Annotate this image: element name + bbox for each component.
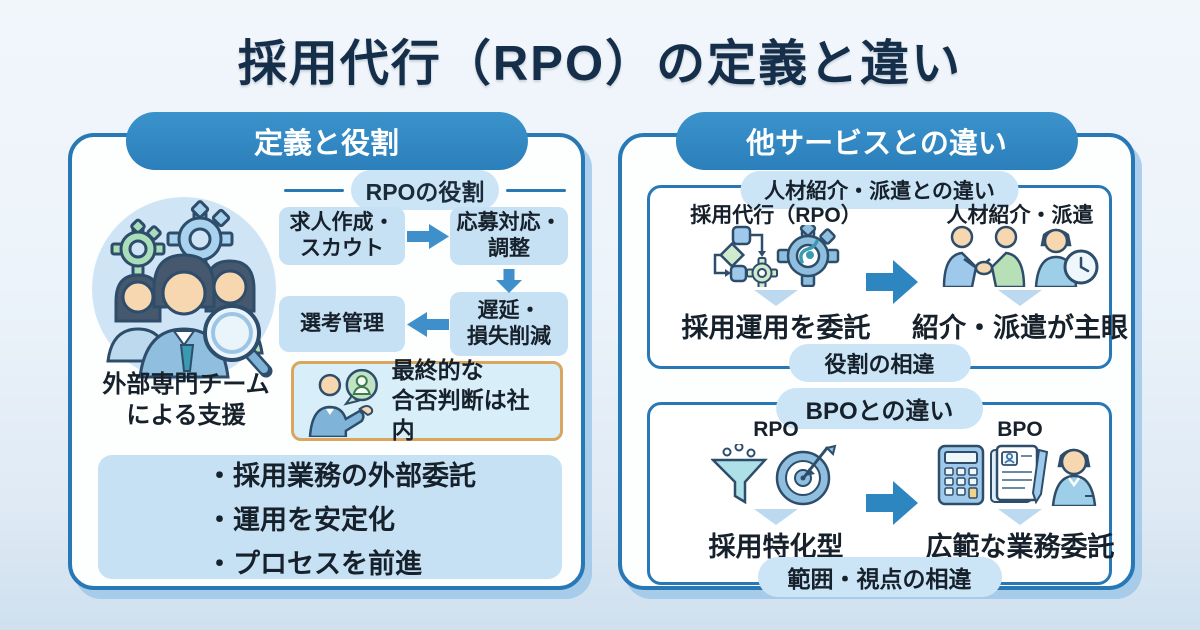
clock-person-icon bbox=[1034, 228, 1099, 287]
bpo-footer-pill: 範囲・視点の相違 bbox=[757, 557, 1002, 597]
summary-box: ・採用業務の外部委託 ・運用を安定化 ・プロセスを前進 bbox=[98, 455, 562, 579]
page-title: 採用代行（RPO）の定義と違い bbox=[237, 37, 963, 91]
callout-text: 最終的な 合否判断は社内 bbox=[391, 357, 530, 443]
flow-step-application-handling: 応募対応・ 調整 bbox=[450, 207, 568, 265]
staffing-caption: 紹介・派遣が主眼 bbox=[912, 313, 1128, 343]
gear-green-icon bbox=[110, 218, 166, 277]
team-illustration bbox=[88, 193, 280, 385]
chevron-down-icon bbox=[998, 290, 1042, 306]
rpo-caption: 採用運用を委託 bbox=[681, 313, 871, 343]
funnel-icon bbox=[711, 444, 768, 505]
staffing-comparison-title: 人材紹介・派遣との違い bbox=[740, 171, 1019, 209]
flowchart-gears-icon bbox=[656, 224, 896, 288]
comparison-panel-header: 他サービスとの違い bbox=[675, 112, 1078, 170]
big-arrow-right-icon bbox=[866, 260, 918, 304]
comparison-panel: 他サービスとの違い 人材紹介・派遣との違い 採用代行（RPO） bbox=[618, 112, 1135, 597]
staffing-label: 人材紹介・派遣 bbox=[946, 204, 1094, 227]
big-arrow-right-icon bbox=[866, 481, 918, 525]
summary-item: ・プロセスを前進 bbox=[206, 548, 422, 579]
businessperson-icon bbox=[1051, 448, 1097, 506]
flow-step-selection-management: 選考管理 bbox=[279, 296, 405, 352]
flow-step-delay-reduction: 遅延・ 損失削減 bbox=[450, 292, 568, 356]
chevron-down-icon bbox=[998, 509, 1042, 525]
document-pen-icon bbox=[990, 444, 1049, 505]
calculator-icon bbox=[937, 444, 985, 506]
target-icon bbox=[775, 444, 837, 506]
banner-line-right bbox=[506, 188, 566, 192]
staffing-footer-pill: 役割の相違 bbox=[788, 344, 971, 382]
handshake-icon bbox=[942, 225, 1026, 287]
flow-step-job-creation: 求人作成・ スカウト bbox=[279, 207, 405, 265]
definition-panel: 定義と役割 RPOの役割 求人作成・ スカウト 応募対応・ 調整 遅延・ 損失削… bbox=[68, 112, 585, 590]
summary-item: ・採用業務の外部委託 bbox=[206, 460, 476, 491]
chevron-down-icon bbox=[754, 290, 798, 306]
rpo-role-pill: RPOの役割 bbox=[350, 170, 500, 210]
chevron-down-icon bbox=[754, 509, 798, 525]
presenter-speech-icon bbox=[308, 368, 378, 437]
team-caption: 外部専門チーム による支援 bbox=[102, 371, 270, 430]
bpo-comparison-box: BPOとの違い RPO bbox=[647, 388, 1115, 597]
bpo-label: BPO bbox=[997, 418, 1043, 441]
magnifier-icon bbox=[203, 304, 273, 378]
banner-line-left bbox=[284, 188, 344, 192]
staffing-comparison-box: 人材紹介・派遣との違い 採用代行（RPO） bbox=[647, 171, 1128, 382]
rpo-role-banner: RPOの役割 bbox=[284, 170, 566, 210]
arrow-right-icon bbox=[407, 224, 449, 249]
inhouse-decision-callout: 最終的な 合否判断は社内 bbox=[291, 357, 563, 443]
definition-panel-header: 定義と役割 bbox=[125, 112, 528, 170]
rpo-label: RPO bbox=[753, 418, 799, 441]
bpo-comparison-title: BPOとの違い bbox=[775, 388, 984, 429]
summary-item: ・運用を安定化 bbox=[206, 504, 395, 535]
rpo-label: 採用代行（RPO） bbox=[690, 204, 862, 227]
arrow-left-icon bbox=[407, 312, 449, 337]
arrow-down-icon bbox=[496, 269, 522, 293]
